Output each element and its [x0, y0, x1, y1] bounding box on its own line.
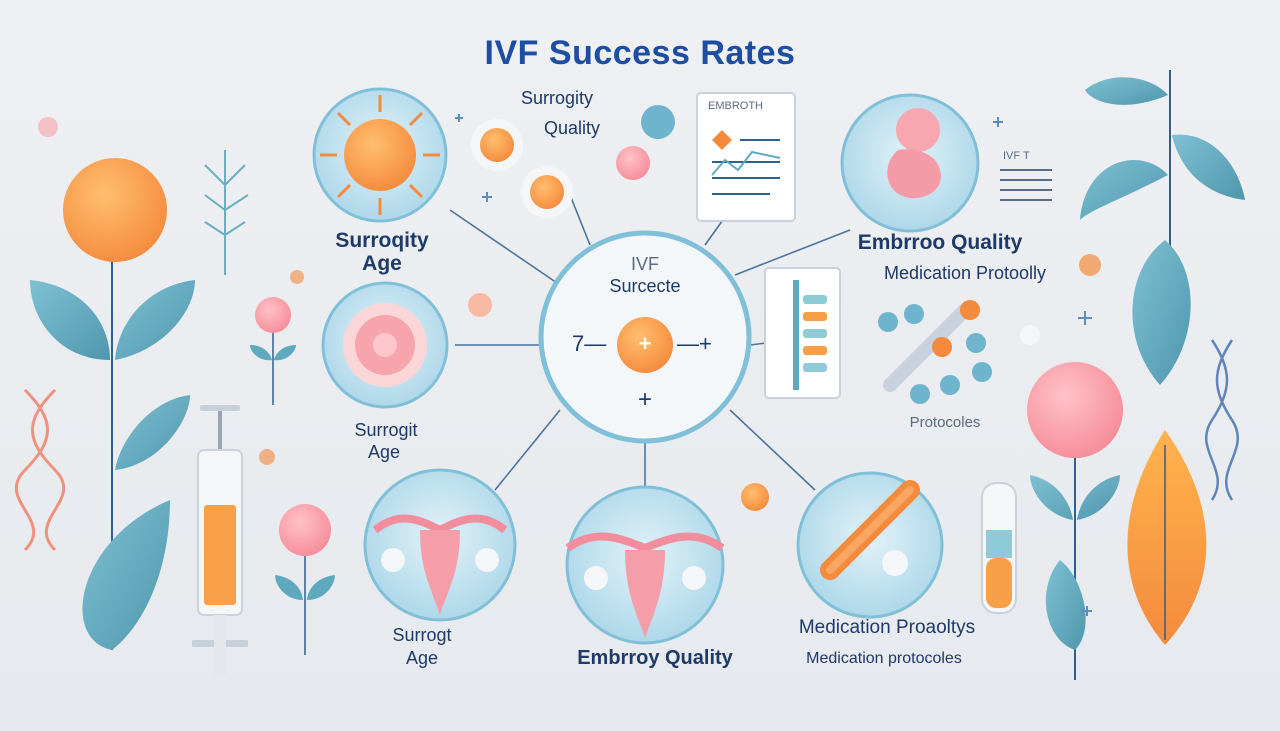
uterus-icon — [363, 468, 517, 622]
hub-left-glyph: 7— — [572, 331, 607, 356]
label-surrogit: Surrogit — [354, 420, 418, 440]
left-plant-illustration — [30, 158, 195, 650]
document-header: EMBROTH — [708, 100, 763, 112]
label-surrogity-age-sub: Age — [362, 252, 402, 275]
label-surrogity-age-title: Surroqity — [335, 229, 429, 252]
page-title: IVF Success Rates — [484, 34, 796, 72]
test-tube-icon — [796, 471, 944, 619]
label-medication-bottom-sub: Medication protocoles — [806, 650, 962, 667]
flower-icon — [321, 281, 449, 409]
syringe-icon — [192, 405, 248, 675]
dna-icon — [14, 388, 66, 552]
molecule-icon — [878, 300, 1040, 404]
label-medication-protocol-right: Medication Protoolly — [883, 263, 1047, 283]
embryo-icon — [840, 93, 980, 233]
hub-plus: + — [638, 331, 652, 356]
label-embryo-quality-bottom: Embrroy Quality — [577, 647, 733, 669]
hub-right-glyph: —+ — [677, 331, 712, 356]
hub-plus-below: + — [637, 386, 653, 413]
sparkle-icons — [455, 114, 1092, 616]
right-plant-illustration — [1027, 70, 1245, 680]
label-surrogity: Surrogity — [520, 88, 594, 108]
label-protocols: Protocoles — [909, 414, 981, 431]
label-quality: Quality — [543, 118, 601, 138]
document-icon — [696, 92, 796, 222]
label-surrogt: Surrogt — [392, 625, 452, 645]
label-surrogit-age: Age — [367, 442, 401, 462]
dna-icon — [1205, 339, 1239, 501]
chart-icon — [764, 267, 841, 399]
label-embryo-quality-right: Embrroo Quality — [857, 231, 1023, 254]
hub-line-1: IVF — [630, 254, 660, 274]
text-lines-icon — [1000, 169, 1052, 201]
label-surrogt-age: Age — [405, 648, 439, 668]
label-medication-bottom-title: Medication Proaoltys — [798, 617, 976, 638]
central-hub — [538, 230, 752, 444]
sun-icon — [312, 87, 448, 223]
leaf-icon — [204, 150, 249, 275]
uterus-icon — [565, 485, 725, 645]
decorative-orbs — [38, 105, 1101, 511]
tag-ivf: IVF T — [1003, 150, 1030, 162]
hub-line-2: Surcecte — [609, 276, 681, 296]
pink-flower-plants — [250, 297, 335, 655]
test-tube-icon — [981, 482, 1017, 614]
